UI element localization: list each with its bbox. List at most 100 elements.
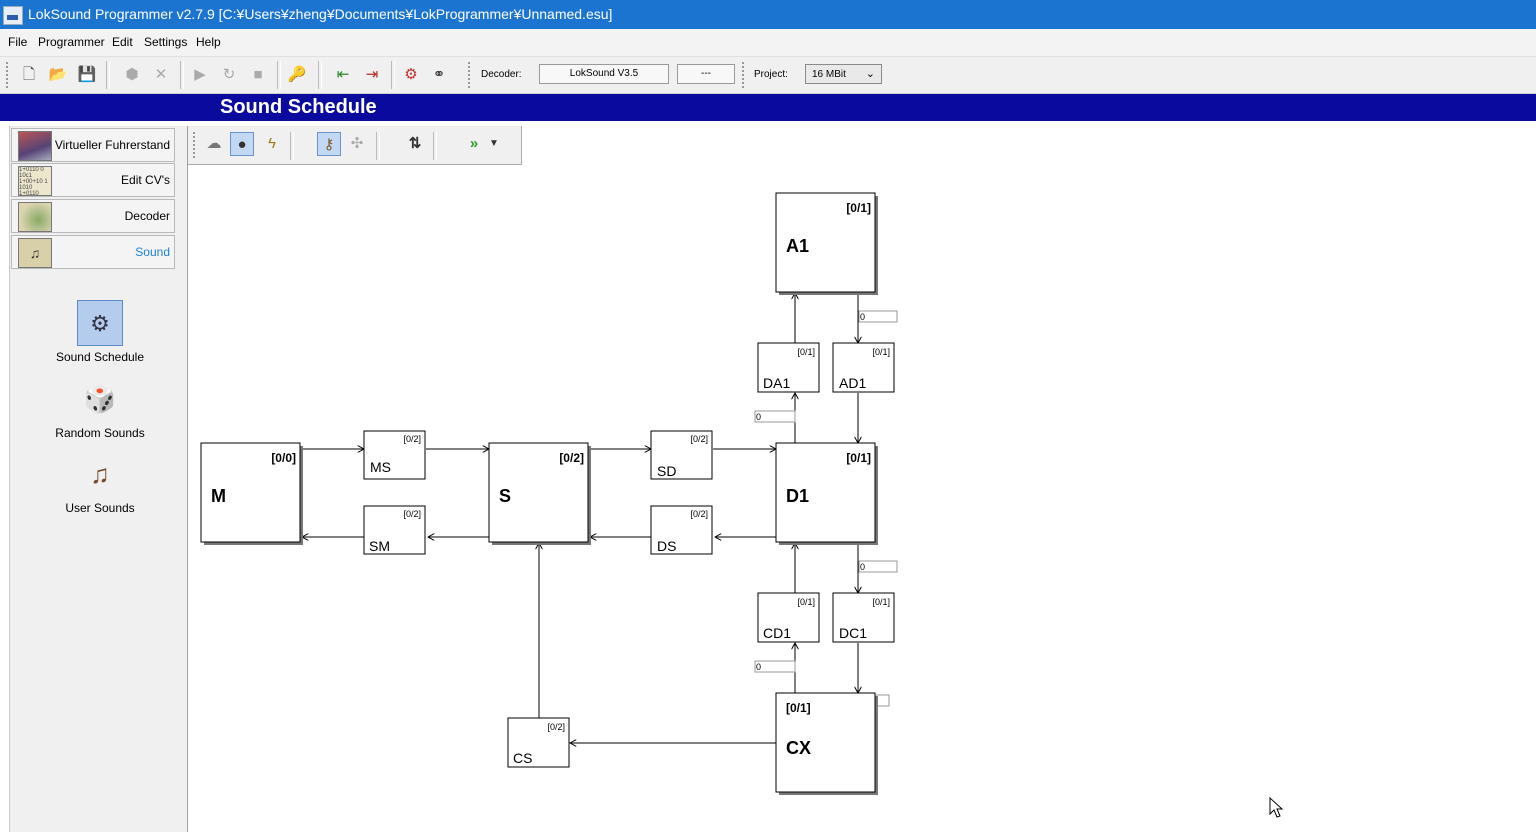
toolbar-grip[interactable]: [742, 62, 747, 88]
toolbar-separator: [106, 61, 110, 89]
lightning-icon[interactable]: ϟ: [268, 135, 276, 152]
transition-count: [0/2]: [547, 722, 565, 732]
toolbar-separator: [290, 132, 294, 160]
nav-decoder[interactable]: Decoder: [11, 199, 175, 233]
condition-value: 0: [860, 562, 865, 572]
project-label: Project:: [754, 69, 788, 80]
key-icon[interactable]: ⚷: [317, 132, 341, 156]
sidebar-item-user-sounds[interactable]: ♫ User Sounds: [20, 451, 180, 515]
transition-count: [0/2]: [690, 509, 708, 519]
transition-label: DS: [657, 538, 676, 554]
transition-box-ad1[interactable]: [0/1] AD1: [832, 342, 895, 393]
nav-edit-cvs[interactable]: 1+0110 0 10c1 1+00+10 1 1010 1+0110 Edit…: [11, 163, 175, 197]
transition-count: [0/1]: [797, 347, 815, 357]
sidebar-item-label: User Sounds: [65, 501, 135, 515]
state-label: A1: [786, 236, 809, 256]
menu-bar: File Programmer Edit Settings Help: [0, 29, 1536, 57]
sidebar-item-label: Random Sounds: [55, 426, 145, 440]
user-sounds-icon: ♫: [90, 459, 110, 489]
condition-field[interactable]: 0: [754, 410, 796, 423]
menu-edit[interactable]: Edit: [112, 35, 133, 49]
transition-label: CS: [513, 750, 532, 766]
transition-label: AD1: [839, 375, 866, 391]
condition-field[interactable]: 0: [754, 660, 796, 673]
left-panel: Virtueller Fuhrerstand 1+0110 0 10c1 1+0…: [9, 126, 188, 832]
state-box-s[interactable]: [0/2] S: [488, 442, 591, 545]
stop-icon[interactable]: ■: [253, 66, 263, 83]
import-icon[interactable]: ⇤: [336, 66, 350, 83]
state-box-d1[interactable]: [0/1] D1: [775, 442, 878, 545]
condition-value: 0: [860, 312, 865, 322]
nav-sound[interactable]: ♫ Sound: [11, 235, 175, 269]
condition-value: 0: [756, 412, 761, 422]
decoder-icon: [18, 202, 52, 232]
transition-box-cs[interactable]: [0/2] CS: [507, 717, 570, 768]
transition-label: DC1: [839, 625, 867, 641]
window-title: LokSound Programmer v2.7.9 [C:¥Users¥zhe…: [28, 6, 613, 22]
sort-icon[interactable]: ⇅: [408, 135, 422, 152]
state-box-m[interactable]: [0/0] M: [200, 442, 303, 545]
open-file-icon[interactable]: 📂: [48, 66, 68, 83]
section-banner: Sound Schedule: [0, 94, 1536, 121]
transition-count: [0/1]: [872, 347, 890, 357]
nav-virtueller-fuhrerstand[interactable]: Virtueller Fuhrerstand: [11, 128, 175, 162]
nav-label: Virtueller Fuhrerstand: [54, 138, 170, 152]
chevron-down-icon: ⌄: [865, 68, 875, 80]
puzzle-icon[interactable]: ✣: [350, 135, 364, 152]
condition-field[interactable]: 0: [858, 560, 898, 573]
condition-field[interactable]: 0: [858, 310, 898, 323]
state-count: [0/1]: [786, 701, 811, 715]
chevron-down-icon[interactable]: ▼: [489, 138, 499, 149]
transition-box-dc1[interactable]: [0/1] DC1: [832, 592, 895, 643]
update-icon[interactable]: ⚙: [404, 66, 418, 83]
sidebar-item-random-sounds[interactable]: 🎲 Random Sounds: [20, 376, 180, 440]
cancel-icon[interactable]: ✕: [154, 66, 168, 83]
project-size-select[interactable]: 16 MBit ⌄: [805, 64, 882, 84]
transition-count: [0/2]: [690, 434, 708, 444]
toolbar-separator: [277, 61, 281, 89]
read-decoder-icon[interactable]: ⬢: [125, 66, 139, 83]
menu-settings[interactable]: Settings: [144, 35, 188, 49]
toolbar-grip[interactable]: [468, 62, 473, 88]
replay-icon[interactable]: ↻: [222, 66, 236, 83]
state-count: [0/1]: [846, 451, 871, 465]
wave-icon[interactable]: ☁: [206, 135, 222, 152]
cab-icon: [18, 131, 52, 161]
new-file-icon[interactable]: 🗋: [22, 66, 36, 83]
toolbar-grip[interactable]: [193, 132, 198, 158]
menu-file[interactable]: File: [8, 35, 28, 49]
connect-icon[interactable]: ⚭: [432, 66, 446, 83]
toolbar-separator: [180, 61, 184, 89]
nav-label: Decoder: [124, 209, 170, 223]
transition-label: SD: [657, 463, 676, 479]
state-box-a1[interactable]: [0/1] A1: [775, 192, 878, 295]
drop-icon[interactable]: ●: [230, 132, 254, 156]
sidebar-item-sound-schedule[interactable]: ⚙ Sound Schedule: [20, 300, 180, 364]
transition-count: [0/1]: [872, 597, 890, 607]
state-box-cx[interactable]: [0/1] CX: [775, 692, 878, 795]
transition-box-ms[interactable]: [0/2] MS: [363, 430, 426, 480]
transition-count: [0/2]: [403, 434, 421, 444]
transition-box-ds[interactable]: [0/2] DS: [650, 505, 713, 555]
title-bar: LokSound Programmer v2.7.9 [C:¥Users¥zhe…: [0, 0, 1536, 29]
sound-icon: ♫: [18, 238, 52, 268]
play-icon[interactable]: ▶: [194, 66, 206, 83]
menu-programmer[interactable]: Programmer: [38, 35, 105, 49]
export-icon[interactable]: ⇥: [365, 66, 379, 83]
save-icon[interactable]: 💾: [77, 66, 97, 83]
schedule-toolbar: ☁ ● ϟ ⚷ ✣ ⇅ » ▼: [188, 126, 522, 165]
sound-schedule-icon: ⚙: [77, 300, 123, 346]
menu-help[interactable]: Help: [196, 35, 221, 49]
state-count: [0/1]: [846, 201, 871, 215]
fast-forward-icon[interactable]: »: [469, 135, 479, 152]
state-label: S: [499, 486, 511, 506]
transition-box-sm[interactable]: [0/2] SM: [363, 505, 426, 555]
toolbar-grip[interactable]: [6, 62, 11, 88]
transition-box-cd1[interactable]: [0/1] CD1: [757, 592, 820, 643]
transition-box-sd[interactable]: [0/2] SD: [650, 430, 713, 480]
state-label: M: [211, 486, 226, 506]
key-icon[interactable]: 🔑: [287, 66, 307, 83]
transition-box-da1[interactable]: [0/1] DA1: [757, 342, 820, 393]
state-label: CX: [786, 738, 811, 758]
